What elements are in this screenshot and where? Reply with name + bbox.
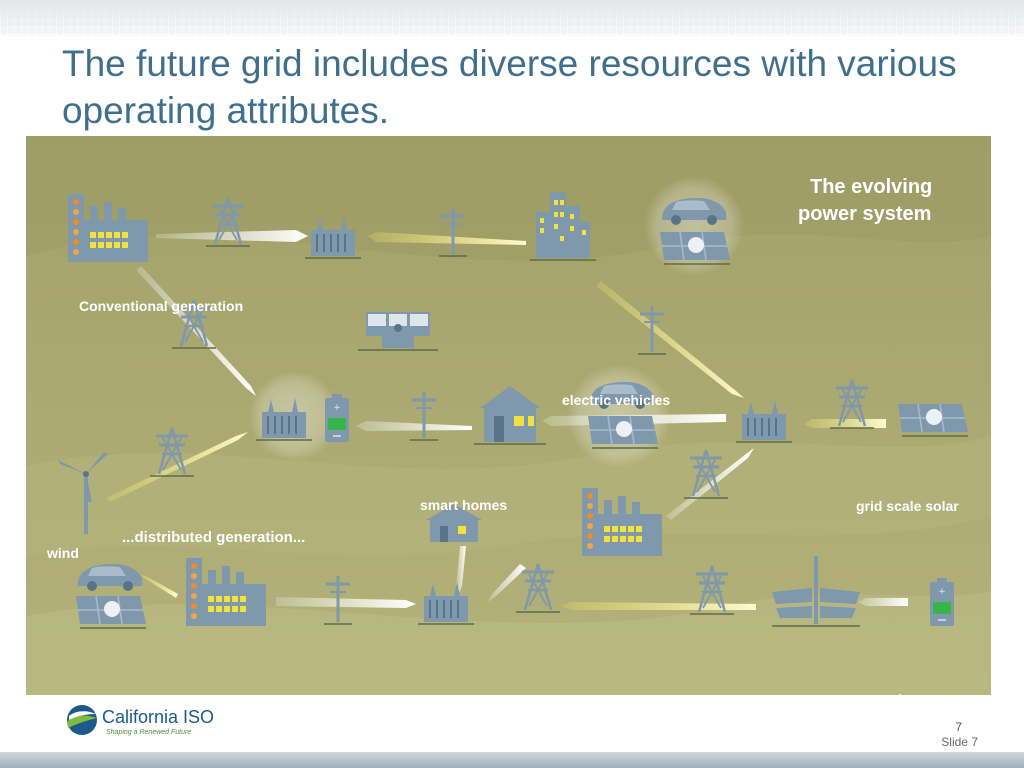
grid-solar-panel-icon [897,403,969,437]
slide-title: The future grid includes diverse resourc… [62,43,957,131]
smart-home-icon [474,386,546,445]
label-grid-scale-solar: grid scale solar [856,498,959,514]
top-band-fade [0,0,1024,36]
storage-array-icon [772,556,860,627]
diagram-heading-line1: The evolving [810,176,932,198]
battery-storage-icon [324,393,350,443]
label-conventional-generation: Conventional generation [79,298,244,314]
battery-storage-icon [929,577,955,627]
label-energy-storage: energy storage [840,690,941,706]
slide-label: Slide 7 [941,735,978,749]
rooftop-solar-panel-icon [659,231,731,265]
label-electric-vehicles: electric vehicles [562,392,671,408]
california-iso-logo: California ISO Shaping a Renewed Future [66,704,226,740]
smart-home-small-icon [426,504,482,542]
solar-panel-icon [75,595,147,629]
control-center-icon [358,312,438,351]
label-smart-homes: smart homes [420,497,508,513]
wind-turbine-icon [58,452,108,534]
label-wind: wind [47,545,79,561]
footer-rule [0,752,1024,768]
logo-name: California ISO [102,707,215,727]
diagram-heading-line2: power system [798,203,931,225]
solar-panel-icon [587,415,659,449]
distributed-generation-label: ...distributed generation... [122,529,305,546]
logo-tagline: Shaping a Renewed Future [106,729,192,736]
city-buildings-icon [530,192,596,261]
page-number: 7 [955,720,962,734]
power-system-diagram: + [26,136,991,695]
california-iso-logo-mark-icon [67,705,97,735]
